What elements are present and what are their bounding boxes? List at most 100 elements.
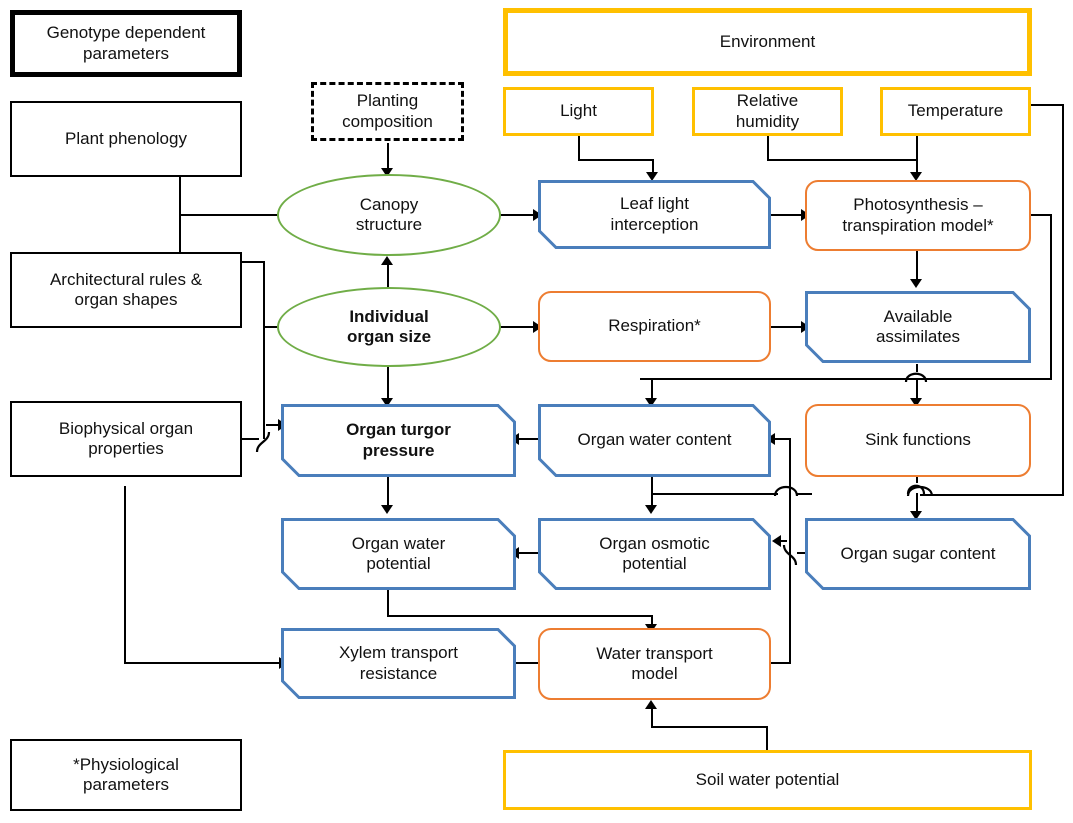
connector-sink-down-b [916,493,919,513]
connector-assim-down-b [916,380,919,400]
connector-leaf-to-photo [770,214,805,217]
line-hop-sink [906,484,926,495]
connector-owc-right-rail2 [796,493,812,496]
node-planting-composition[interactable]: Planting composition [311,82,464,141]
shape-blue-assimilates [805,291,1031,363]
connector-sink-down-a [916,477,919,483]
connector-oop-to-owp [516,552,548,555]
connector-owp-down [387,590,390,617]
arrowhead-assim-owc [645,398,657,407]
connector-planting-to-canopy [387,143,390,170]
label-planting-composition: Planting composition [342,91,433,131]
connector-xylem-to-wtm [516,662,548,665]
arrowhead-temp-photo [910,172,922,181]
shape-blue-owp [281,518,516,590]
label-respiration: Respiration* [608,316,701,336]
arrowhead-planting-canopy [381,168,393,177]
label-sink-functions: Sink functions [865,430,971,450]
arrowhead-soil-wtm [645,700,657,709]
node-environment[interactable]: Environment [503,8,1032,76]
node-water-transport-model[interactable]: Water transport model [538,628,771,700]
connector-assim-left [640,378,790,381]
arrowhead-assim-sink [910,398,922,407]
node-organ-sugar-content[interactable]: Organ sugar content [805,518,1031,590]
node-temperature[interactable]: Temperature [880,87,1031,136]
node-xylem-transport-resistance[interactable]: Xylem transport resistance [281,628,516,699]
connector-soil-up [766,727,769,752]
connector-organsize-resp [500,326,535,329]
line-hop-biophys [255,431,271,453]
arrowhead-sink-sugar [910,511,922,520]
connector-temp-down2 [916,159,919,175]
connector-arch-to-organsize [263,326,283,329]
connector-soil-up2 [651,709,654,727]
connector-temp-down [916,136,919,161]
label-biophysical-properties: Biophysical organ properties [58,418,194,458]
node-organ-water-content[interactable]: Organ water content [538,404,771,477]
label-architectural-rules: Architectural rules & organ shapes [49,269,203,309]
connector-owp-down2 [651,615,654,627]
label-individual-organ-size: Individual organ size [346,306,432,346]
arrowhead-sugar-oop [772,535,781,547]
shape-blue-leaf [538,180,771,249]
connector-arch-right [241,261,265,264]
label-organ-turgor-pressure: Organ turgor pressure [346,420,451,460]
connector-phenology-to-canopy [179,214,281,217]
node-biophysical-properties[interactable]: Biophysical organ properties [10,401,242,477]
connector-biophys-right-a [241,438,259,441]
line-hop-assim [904,372,928,383]
node-sink-functions[interactable]: Sink functions [805,404,1031,477]
label-light: Light [560,101,597,121]
connector-organsize-canopy [387,265,390,300]
node-respiration[interactable]: Respiration* [538,291,771,362]
node-genotype-parameters[interactable]: Genotype dependent parameters [10,10,242,77]
label-organ-water-potential: Organ water potential [351,533,446,573]
label-organ-osmotic-potential: Organ osmotic potential [599,533,710,573]
node-soil-water-potential[interactable]: Soil water potential [503,750,1032,810]
arrowhead-organsize-turgor [381,398,393,407]
label-genotype-parameters: Genotype dependent parameters [46,23,206,63]
connector-rail-to-owc [772,438,791,441]
node-canopy-structure[interactable]: Canopy structure [277,174,501,256]
connector-photo-right [1030,214,1052,217]
arrowhead-photo-assim [910,279,922,288]
node-organ-turgor-pressure[interactable]: Organ turgor pressure [281,404,516,477]
connector-temp-right [1030,104,1064,107]
label-photosynthesis-transpiration: Photosynthesis – transpiration model* [842,195,994,235]
connector-resp-to-assim [770,326,805,329]
label-relative-humidity: Relative humidity [735,91,800,131]
connector-rh-down [767,136,770,161]
label-plant-phenology: Plant phenology [65,128,187,148]
connector-light-down [578,136,581,161]
connector-wtm-rail-up [789,440,792,664]
connector-biophys-right-b [266,424,280,427]
connector-owp-right [387,615,653,618]
node-available-assimilates[interactable]: Available assimilates [805,291,1031,363]
node-relative-humidity[interactable]: Relative humidity [692,87,843,136]
node-light[interactable]: Light [503,87,654,136]
node-individual-organ-size[interactable]: Individual organ size [277,287,501,367]
node-organ-water-potential[interactable]: Organ water potential [281,518,516,590]
shape-blue-sugar [805,518,1031,590]
connector-assim-left-down [651,378,654,400]
node-photosynthesis-transpiration[interactable]: Photosynthesis – transpiration model* [805,180,1031,251]
arrowhead-organsize-resp [533,321,542,333]
connector-canopy-to-leaf [500,214,535,217]
label-organ-water-content: Organ water content [577,430,732,450]
node-architectural-rules[interactable]: Architectural rules & organ shapes [10,252,242,328]
connector-biophys-down [124,486,127,664]
connector-owc-right-rail [651,493,778,496]
arrowhead-light-leaf [646,172,658,181]
node-plant-phenology[interactable]: Plant phenology [10,101,242,177]
node-leaf-light-interception[interactable]: Leaf light interception [538,180,771,249]
shape-blue-turgor [281,404,516,477]
node-organ-osmotic-potential[interactable]: Organ osmotic potential [538,518,771,590]
connector-owc-to-turgor [516,438,548,441]
connector-turgor-to-owp [387,477,390,507]
shape-blue-xylem [281,628,516,699]
node-physiological-parameters[interactable]: *Physiological parameters [10,739,242,811]
connector-temp-far-down [1062,104,1065,496]
label-water-transport-model: Water transport model [596,643,713,683]
connector-temp-left [920,494,1064,497]
